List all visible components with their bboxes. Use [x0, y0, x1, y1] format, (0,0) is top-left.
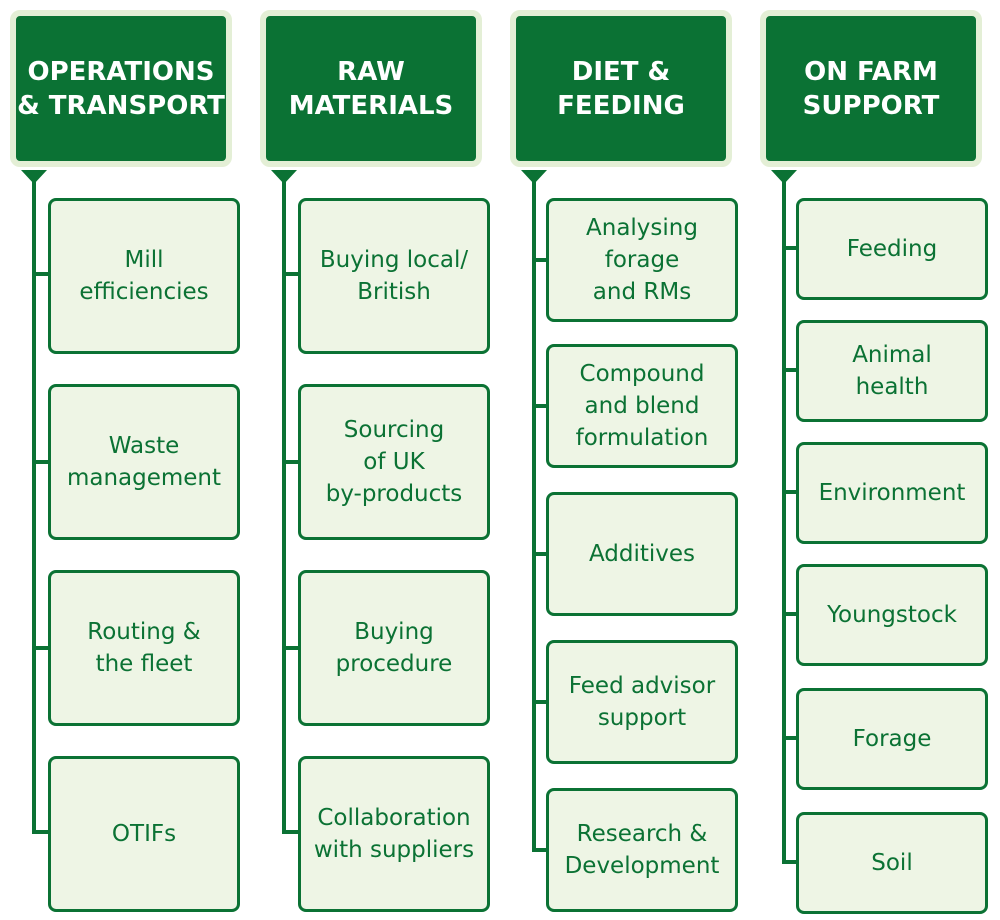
- column-on-farm-support: ON FARM SUPPORT Feeding Animal health En…: [750, 0, 1000, 920]
- connector-line: [532, 176, 536, 852]
- connector-branch: [532, 848, 550, 852]
- item-box: Buying procedure: [298, 570, 490, 726]
- column-diet-feeding: DIET & FEEDING Analysing forage and RMs …: [500, 0, 750, 920]
- item-box: Waste management: [48, 384, 240, 540]
- connector-branch: [32, 830, 50, 834]
- item-box: Compound and blend formulation: [546, 344, 738, 468]
- item-box: Collaboration with suppliers: [298, 756, 490, 912]
- connector-branch: [532, 700, 550, 704]
- item-box: Routing & the fleet: [48, 570, 240, 726]
- connector-branch: [282, 460, 300, 464]
- column-header: RAW MATERIALS: [260, 10, 482, 167]
- connector-branch: [532, 552, 550, 556]
- column-header: ON FARM SUPPORT: [760, 10, 982, 167]
- item-box: Animal health: [796, 320, 988, 422]
- connector-branch: [782, 860, 800, 864]
- connector-branch: [282, 830, 300, 834]
- connector-line: [32, 176, 36, 834]
- item-box: OTIFs: [48, 756, 240, 912]
- item-box: Additives: [546, 492, 738, 616]
- column-raw-materials: RAW MATERIALS Buying local/ British Sour…: [250, 0, 500, 920]
- item-box: Youngstock: [796, 564, 988, 666]
- connector-branch: [32, 460, 50, 464]
- column-operations-transport: OPERATIONS & TRANSPORT Mill efficiencies…: [0, 0, 250, 920]
- connector-branch: [282, 272, 300, 276]
- connector-branch: [782, 368, 800, 372]
- connector-line: [782, 176, 786, 864]
- connector-branch: [32, 272, 50, 276]
- connector-branch: [782, 612, 800, 616]
- connector-branch: [282, 646, 300, 650]
- column-header: OPERATIONS & TRANSPORT: [10, 10, 232, 167]
- item-box: Forage: [796, 688, 988, 790]
- connector-branch: [782, 246, 800, 250]
- item-box: Mill efficiencies: [48, 198, 240, 354]
- connector-branch: [782, 490, 800, 494]
- connector-branch: [782, 736, 800, 740]
- item-box: Sourcing of UK by-products: [298, 384, 490, 540]
- item-box: Feeding: [796, 198, 988, 300]
- connector-branch: [32, 646, 50, 650]
- item-box: Feed advisor support: [546, 640, 738, 764]
- item-box: Analysing forage and RMs: [546, 198, 738, 322]
- item-box: Soil: [796, 812, 988, 914]
- item-box: Buying local/ British: [298, 198, 490, 354]
- item-box: Research & Development: [546, 788, 738, 912]
- connector-line: [282, 176, 286, 834]
- column-header: DIET & FEEDING: [510, 10, 732, 167]
- connector-branch: [532, 404, 550, 408]
- item-box: Environment: [796, 442, 988, 544]
- connector-branch: [532, 258, 550, 262]
